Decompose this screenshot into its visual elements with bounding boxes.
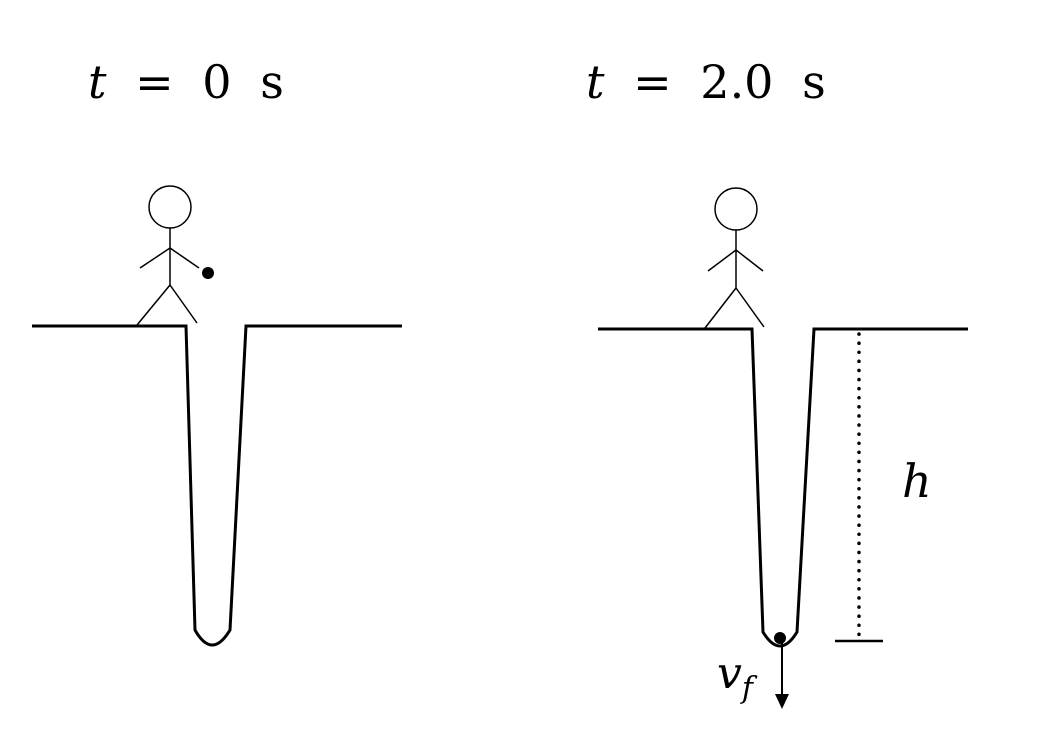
figure-head [714, 187, 758, 231]
time-label-right: t = 2.0 s [586, 55, 826, 109]
panel-right: t = 2.0 s vf h [586, 55, 968, 709]
ground-with-well-left [32, 324, 402, 647]
ball-right [774, 632, 786, 644]
ground-with-well-right [598, 327, 968, 648]
arrow-head-icon [775, 694, 789, 709]
figure-leg-left [704, 287, 737, 329]
figure-leg-left [136, 284, 171, 326]
stick-figure-right [704, 187, 765, 329]
figure-arm-left [707, 249, 737, 272]
time-label-left: t = 0 s [88, 55, 284, 109]
figure-head [148, 185, 192, 229]
panel-left: t = 0 s [32, 55, 402, 647]
figure-arm-right [169, 247, 200, 269]
depth-label: h [902, 454, 932, 508]
velocity-label: vf [717, 648, 758, 706]
velocity-arrow [775, 640, 789, 709]
stick-figure-left [136, 185, 200, 326]
figure-arm-left [139, 247, 171, 269]
figure-arm-right [735, 249, 764, 272]
figure-leg-right [169, 284, 198, 324]
ball-left [202, 267, 214, 279]
figure-leg-right [735, 287, 765, 328]
